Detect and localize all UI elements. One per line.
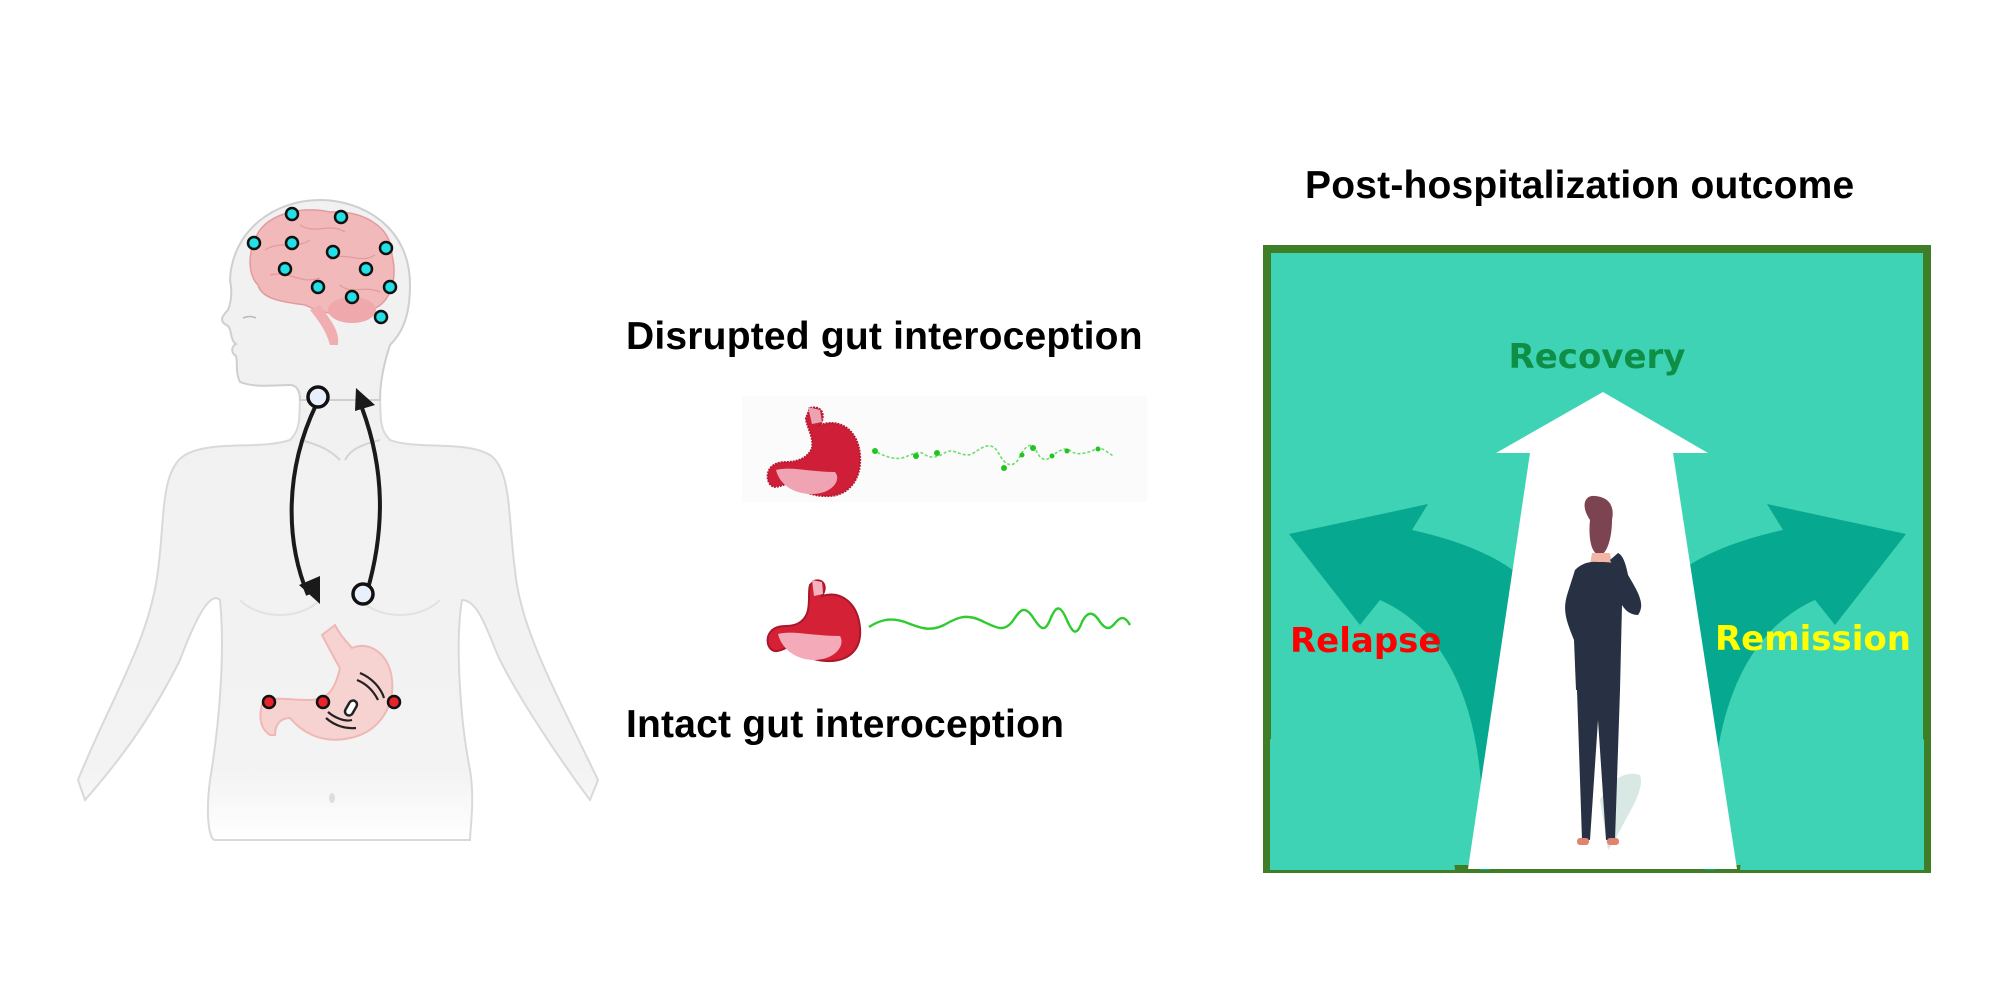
- torso-silhouette: [76, 384, 600, 841]
- eeg-electrode: [246, 235, 262, 251]
- recovery-label: Recovery: [1509, 337, 1686, 377]
- disrupted-signal: [872, 444, 1115, 466]
- capsule-sensor-icon: [343, 699, 359, 717]
- eeg-electrode: [284, 206, 300, 222]
- outcome-panel-title: Post-hospitalization outcome: [1305, 164, 1855, 207]
- arrow-up-icon: [355, 388, 375, 411]
- vagus-node-top: [306, 385, 330, 409]
- eeg-electrode: [284, 235, 300, 251]
- eeg-electrode: [333, 209, 349, 225]
- eeg-electrode: [325, 244, 341, 260]
- disrupted-gut-interoception-label: Disrupted gut interoception: [626, 315, 1143, 358]
- signal-noise: [872, 445, 1101, 471]
- remission-arrow-icon: [1655, 504, 1906, 870]
- intact-signal: [868, 607, 1132, 633]
- relapse-label: Relapse: [1290, 621, 1441, 661]
- eeg-electrode: [344, 289, 360, 305]
- remission-label: Remission: [1715, 619, 1911, 659]
- eeg-electrode: [373, 309, 389, 325]
- gut-electrodes: [261, 694, 402, 710]
- eeg-electrode: [382, 279, 398, 295]
- disrupted-stomach-icon: [766, 406, 862, 498]
- intact-gut-interoception-label: Intact gut interoception: [626, 703, 1065, 746]
- egg-electrode: [315, 694, 331, 710]
- arrow-down-icon: [299, 576, 320, 604]
- eeg-electrode: [310, 279, 326, 295]
- brain-electrodes: [246, 206, 398, 325]
- vagus-node-bottom: [351, 582, 375, 606]
- relapse-arrow-icon: [1289, 504, 1540, 870]
- intact-stomach-icon: [766, 579, 862, 663]
- egg-electrode: [261, 694, 277, 710]
- eeg-electrode: [277, 261, 293, 277]
- eeg-electrode: [358, 261, 374, 277]
- brain-gut-arrows: [289, 404, 382, 596]
- brain-icon: [249, 209, 395, 316]
- egg-electrode: [386, 694, 402, 710]
- eeg-electrode: [378, 240, 394, 256]
- person-illustration: [1565, 495, 1642, 850]
